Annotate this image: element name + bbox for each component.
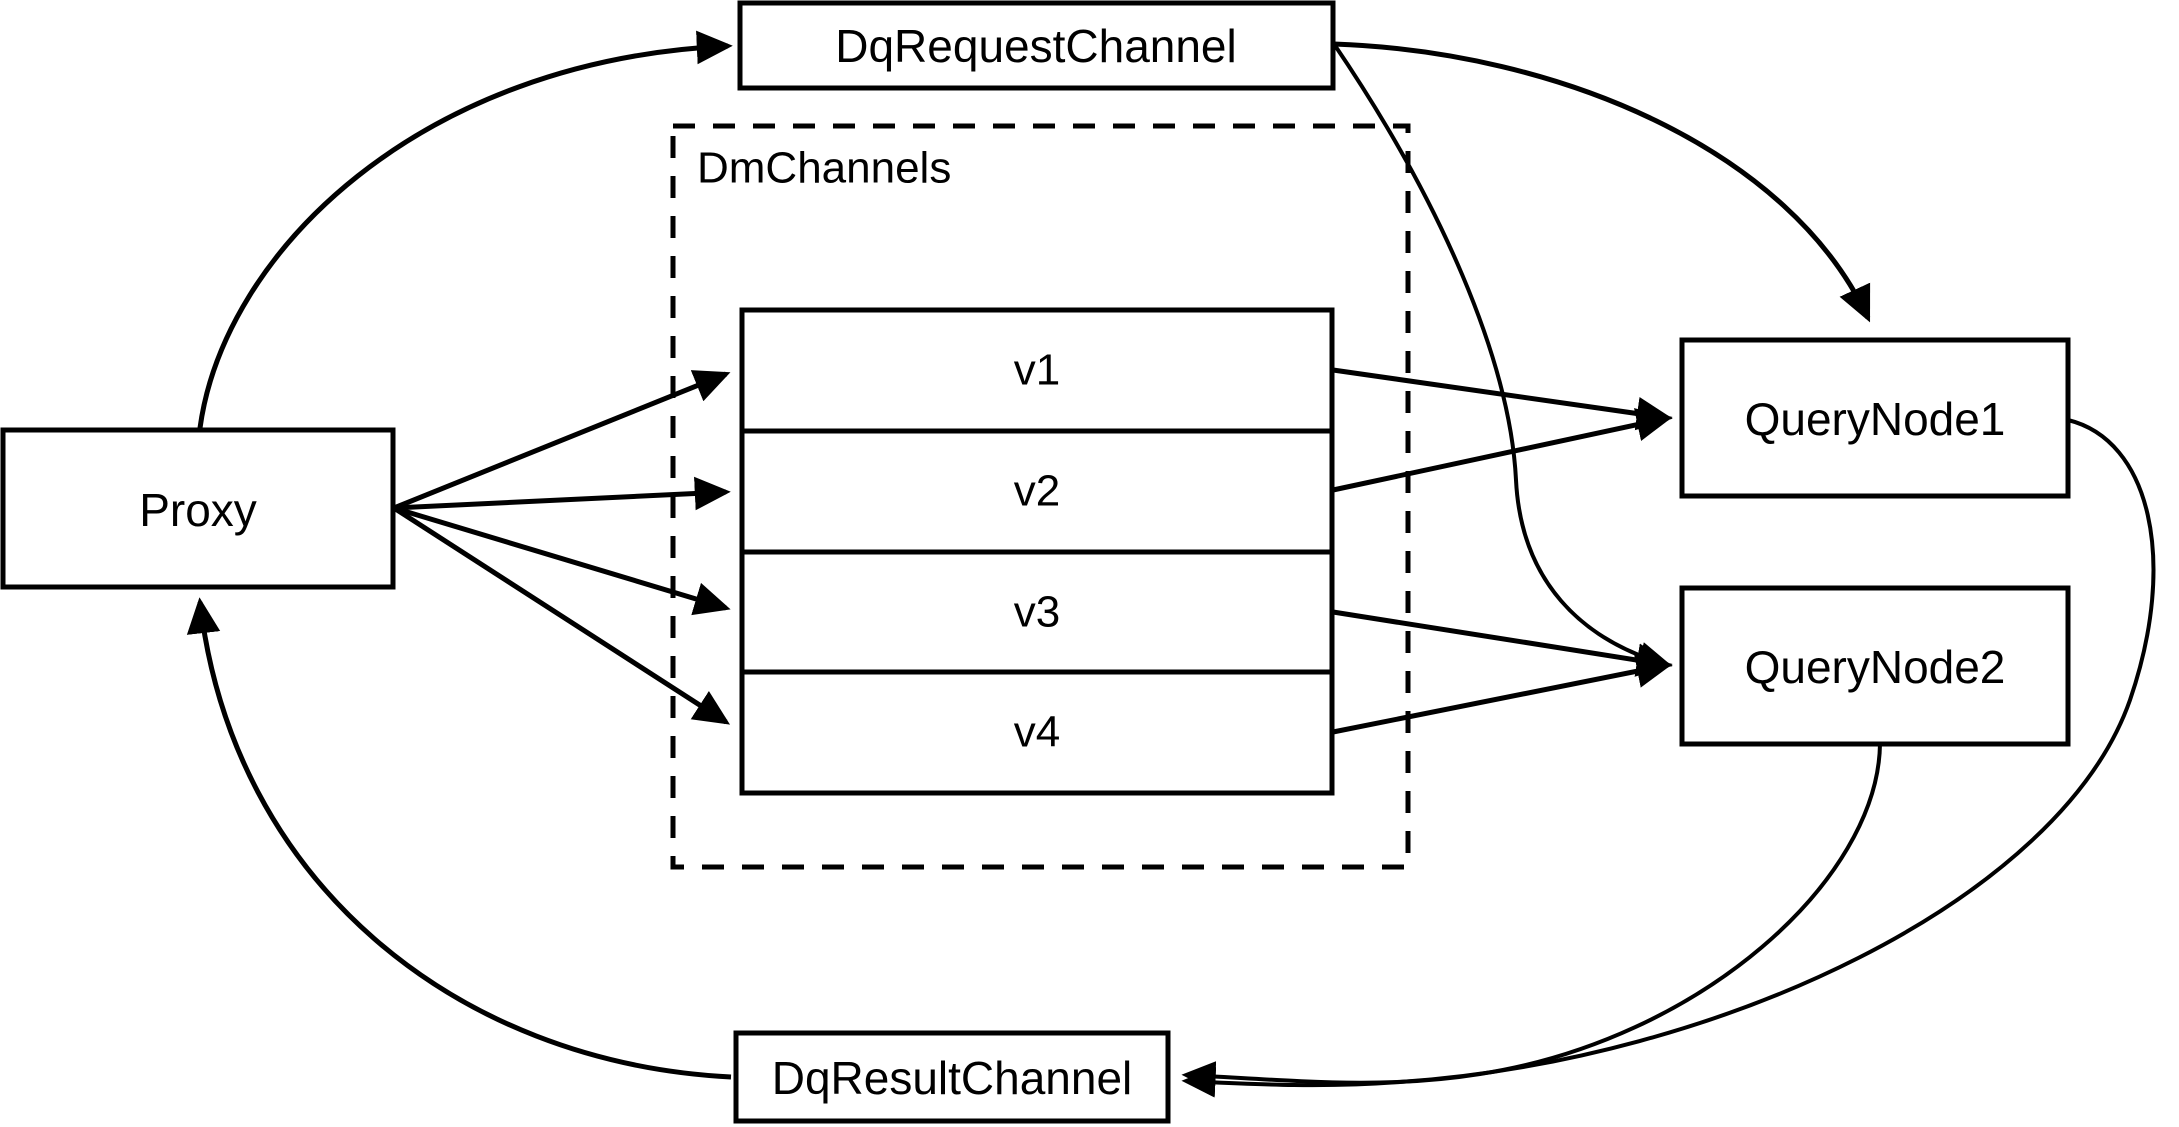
vchannel-row-v1-label: v1	[1014, 346, 1060, 395]
edge-v2-to-querynode1	[1332, 408, 1673, 493]
edge-dqresultchannel-to-proxy	[186, 597, 732, 1080]
node-dqrequestchannel-label: DqRequestChannel	[835, 20, 1237, 72]
edge-proxy-to-v1	[393, 370, 731, 511]
vchannel-row-v4-label: v4	[1014, 708, 1060, 757]
node-dqrequestchannel-box[interactable]	[737, 0, 1336, 91]
edge-proxy-to-v4	[392, 505, 731, 725]
node-querynode1-label: QueryNode1	[1745, 393, 2006, 445]
edge-querynode1-to-dqresultchannel	[1181, 418, 2156, 1098]
edge-querynode2-to-dqresultchannel	[1181, 743, 1882, 1092]
node-querynode2-label: QueryNode2	[1745, 641, 2006, 693]
node-querynode1-box[interactable]	[1679, 337, 2071, 499]
dmchannels-group-label: DmChannels	[697, 144, 951, 193]
edge-v4-to-querynode2	[1332, 654, 1673, 735]
node-dqresultchannel-label: DqResultChannel	[772, 1052, 1133, 1104]
node-proxy-box[interactable]	[0, 427, 396, 590]
node-dqresultchannel-box[interactable]	[733, 1030, 1171, 1124]
edge-v1-to-querynode1	[1332, 367, 1673, 431]
edge-proxy-to-v3	[393, 505, 731, 616]
edge-v3-to-querynode2	[1332, 609, 1673, 677]
edge-dqrequestchannel-to-querynode2	[1332, 42, 1673, 672]
node-querynode2-box[interactable]	[1679, 585, 2071, 747]
vchannel-row-v2-label: v2	[1014, 467, 1060, 516]
edge-proxy-to-dqrequestchannel	[197, 30, 733, 429]
edge-proxy-to-v2	[393, 476, 731, 511]
dmchannels-group-box	[670, 123, 1411, 870]
vchannel-row-v3-label: v3	[1014, 588, 1060, 637]
node-proxy-label: Proxy	[139, 484, 257, 536]
edge-dqrequestchannel-to-querynode1	[1333, 41, 1871, 323]
